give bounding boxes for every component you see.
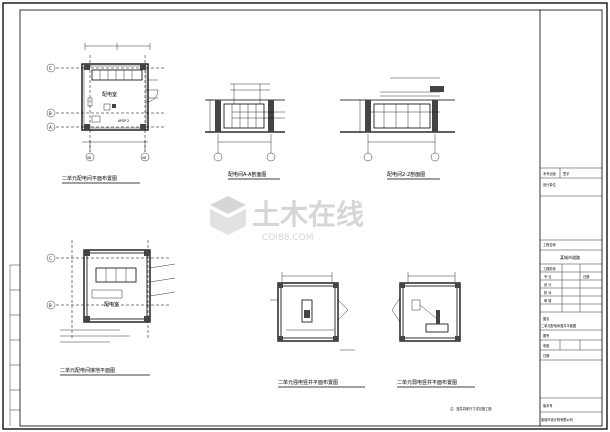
title-block: 本专业版 签字 设计单位 工程名称 某城市道路 工程阶段 专 业 设 计 校 对… <box>539 10 602 426</box>
shaft-left-title: 二单元强电竖井平面布置图 <box>278 379 338 386</box>
grounding-plan-title: 二单元配电间接地平面图 <box>60 367 115 374</box>
section-b-drawing: 配电间2-2剖面图 <box>340 77 455 180</box>
panel-label: APSP-2 <box>118 119 129 123</box>
watermark-logo-icon <box>210 196 246 235</box>
section-b-title: 配电间2-2剖面图 <box>387 171 425 178</box>
grounding-axis-c: C <box>49 256 52 261</box>
axis-label-col-left: 08 <box>87 156 91 160</box>
axis-label-a: A <box>49 125 52 130</box>
tb-drawing-name: 二单元配电间竖井平面图 <box>541 323 576 328</box>
tb-reviewer-label: 审 核 <box>544 298 552 303</box>
tb-date-label: 日期 <box>583 274 589 279</box>
drawing-note: 注：竖井具体尺寸详见施工图 <box>450 406 491 411</box>
sheet-inner-border <box>19 9 603 427</box>
axis-label-c: C <box>49 66 52 71</box>
tb-drawing-name-label: 图名 <box>543 316 549 321</box>
tb-version-label: 本专业版 <box>543 171 557 176</box>
room-label: 配电室 <box>102 91 117 98</box>
grounding-axis-b: B <box>49 303 52 308</box>
tb-design-unit: 设计单位 <box>543 182 557 187</box>
tb-stage-label: 工程阶段 <box>543 266 557 271</box>
tb-company: 某城市设计院有限公司 <box>541 417 573 422</box>
shaft-right-drawing: 二单元弱电竖井平面布置图 <box>391 272 475 388</box>
binding-strip <box>9 264 20 426</box>
grounding-room-label: 配电室 <box>104 301 119 308</box>
tb-project-label: 工程名称 <box>543 242 557 247</box>
grounding-plan-drawing: 配电室 C B 二单元配电间接地平面图 <box>46 240 176 376</box>
watermark-subtext: COI88.COM <box>262 233 313 243</box>
tb-date-row: 日期 <box>543 353 549 358</box>
tb-project-name: 某城市道路 <box>560 254 580 260</box>
axis-label-b: B <box>49 111 52 116</box>
plan-layout-drawing: APSP-2 配电室 C B A 08 08 二单元配电间平面布置图 <box>46 43 165 184</box>
section-a-title: 配电间A-A剖面图 <box>228 171 266 178</box>
tb-version-no: 版本号 <box>543 403 553 408</box>
tb-sign-label: 签字 <box>563 171 569 176</box>
shaft-left-drawing: 二单元强电竖井平面布置图 <box>270 272 365 388</box>
section-a-drawing: 配电间A-A剖面图 <box>205 83 285 180</box>
watermark-text: 土木在线 <box>252 198 364 231</box>
tb-drawing-no: 电施 <box>543 343 550 348</box>
watermark: 土木在线 COI88.COM <box>210 196 364 243</box>
tb-discipline-label: 专 业 <box>544 274 551 279</box>
tb-drawing-no-label: 图号 <box>543 333 549 338</box>
tb-checker-label: 校 对 <box>544 290 552 295</box>
tb-designer-label: 设 计 <box>544 282 552 287</box>
plan-layout-title: 二单元配电间平面布置图 <box>62 175 117 182</box>
axis-label-col-right: 08 <box>142 156 146 160</box>
shaft-right-title: 二单元弱电竖井平面布置图 <box>397 379 457 386</box>
